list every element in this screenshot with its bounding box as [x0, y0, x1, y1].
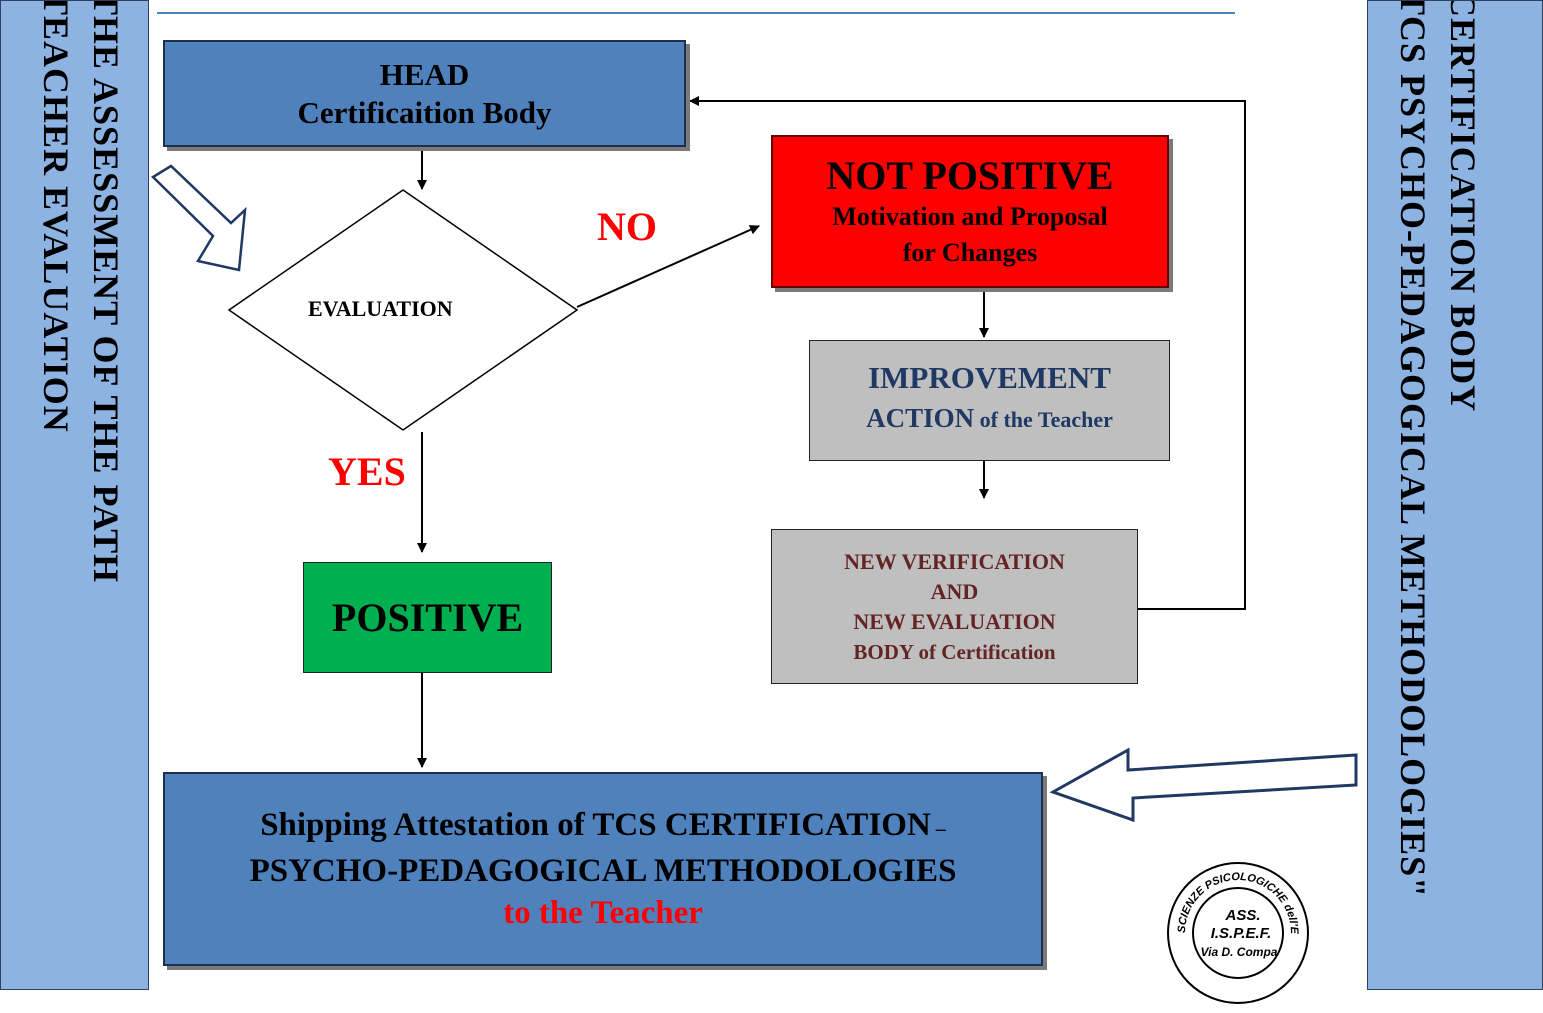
arrow-evaluation-to-not-positive [576, 225, 760, 308]
new-verification-line1: NEW VERIFICATION [844, 548, 1065, 574]
right-panel-line1: CERTIFICATION BODY [1443, 0, 1483, 413]
head-box-line1: HEAD [379, 56, 470, 92]
not-positive-line1: Motivation and Proposal [832, 201, 1108, 231]
not-positive-line2: for Changes [902, 237, 1038, 267]
evaluation-label: EVALUATION [308, 296, 453, 321]
new-verification-line3: NEW EVALUATION [853, 608, 1056, 634]
left-panel-line1: THE ASSESSMENT OF THE PATH [86, 0, 126, 584]
improvement-action-word: ACTION [866, 403, 975, 433]
stamp-center3: Via D. Compa [1201, 945, 1278, 959]
positive-box: POSITIVE [303, 562, 552, 673]
stamp-center2: I.S.P.E.F. [1211, 925, 1272, 942]
no-label: NO [597, 204, 657, 249]
shipping-line2: PSYCHO-PEDAGOGICAL METHODOLOGIES [249, 853, 957, 889]
improvement-line1: IMPROVEMENT [868, 360, 1111, 395]
shipping-line3: to the Teacher [503, 895, 703, 931]
left-panel-line2: TEACHER EVALUATION [36, 0, 76, 433]
stamp-center1: ASS. [1224, 907, 1260, 924]
left-side-panel: THE ASSESSMENT OF THE PATH TEACHER EVALU… [0, 0, 149, 990]
shipping-dash: – [930, 818, 946, 840]
hollow-arrow-right-icon [1049, 747, 1358, 823]
right-panel-line2: TCS PSYCHO-PEDAGOGICAL METHODOLOGIES" [1393, 0, 1433, 899]
head-certification-body-box: HEAD Certificaition Body [163, 40, 686, 147]
not-positive-title: NOT POSITIVE [826, 152, 1114, 198]
not-positive-box: NOT POSITIVE Motivation and Proposal for… [771, 135, 1169, 288]
hollow-arrow-left-icon [150, 164, 247, 272]
flow-connectors [150, 96, 1358, 823]
shipping-line1-text: Shipping Attestation of TCS CERTIFICATIO… [260, 807, 931, 843]
evaluation-decision-diamond [227, 189, 579, 431]
arrow-feedback-loop [689, 96, 1246, 610]
improvement-of-teacher: of the Teacher [974, 407, 1113, 432]
improvement-action-box: IMPROVEMENT ACTION of the Teacher [809, 340, 1170, 461]
ispef-stamp-logo: SCIENZE PSICOLOGICHE dell'EDUCAZIONE ASS… [1158, 849, 1313, 1008]
new-verification-box: NEW VERIFICATION AND NEW EVALUATION BODY… [771, 529, 1138, 684]
head-box-line2: Certificaition Body [297, 94, 552, 130]
left-panel-text: THE ASSESSMENT OF THE PATH TEACHER EVALU… [31, 0, 131, 584]
shipping-attestation-box: Shipping Attestation of TCS CERTIFICATIO… [163, 772, 1043, 966]
new-verification-line2: AND [930, 578, 979, 604]
new-verification-line4: BODY of Certification [853, 639, 1056, 664]
yes-label: YES [328, 449, 406, 494]
improvement-line2: ACTION of the Teacher [866, 398, 1113, 443]
top-divider [157, 12, 1235, 14]
positive-label: POSITIVE [331, 595, 524, 640]
right-panel-text: CERTIFICATION BODY TCS PSYCHO-PEDAGOGICA… [1388, 0, 1488, 899]
shipping-line1: Shipping Attestation of TCS CERTIFICATIO… [260, 804, 946, 850]
